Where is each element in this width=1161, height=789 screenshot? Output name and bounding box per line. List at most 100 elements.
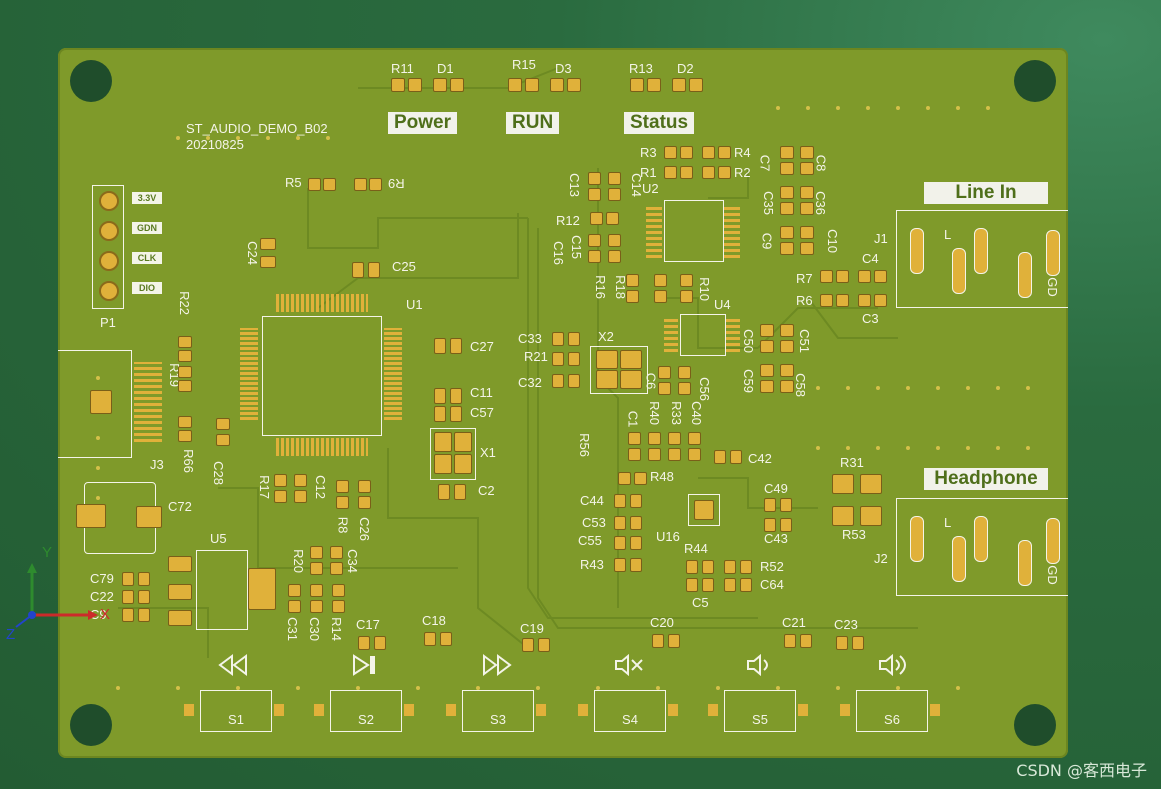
label-line-in: Line In [924,182,1048,204]
designator-c15: C15 [568,235,584,259]
pad [672,78,686,92]
designator-c53: C53 [582,515,606,530]
mcu-u1-pins-left [240,328,258,420]
designator-c10: C10 [824,229,840,253]
designator-c49: C49 [764,481,788,496]
pad [440,632,452,646]
pad [708,704,718,716]
button-s4[interactable]: S4 [594,690,666,732]
pad [450,388,462,404]
pad [630,536,642,550]
header-tag-clk: CLK [132,252,162,264]
pad [76,504,106,528]
pad [508,78,522,92]
designator-c36: C36 [812,191,828,215]
pad [800,186,814,199]
designator-r52: R52 [760,559,784,574]
designator-r11: R11 [391,61,414,76]
pad [760,380,774,393]
fast-forward-icon [483,654,512,676]
pad [391,78,405,92]
designator-c58: C58 [792,373,808,397]
designator-u5: U5 [210,531,227,546]
designator-c16: C16 [550,241,566,265]
pad [680,274,693,287]
button-s4-label: S4 [622,712,638,727]
pad [310,546,323,559]
pad [434,432,452,452]
designator-c5: C5 [692,595,709,610]
pad [626,290,639,303]
mcu-u1-pins-top [276,294,368,312]
pad [454,432,472,452]
designator-x1: X1 [480,445,496,460]
pad [874,294,887,307]
pad [798,704,808,716]
pad [780,324,794,337]
designator-c28: C28 [210,461,226,485]
pad [330,562,343,575]
crystal-x2 [590,346,648,394]
pad [630,494,642,508]
header-pin[interactable] [99,221,119,241]
pad [648,448,661,461]
mcu-u1 [262,316,382,436]
pad [608,188,621,201]
header-pin[interactable] [99,281,119,301]
pad [308,178,321,191]
pad [654,274,667,287]
header-pin[interactable] [99,191,119,211]
designator-c9b: C9 [759,232,775,250]
pad [424,632,436,646]
pad [168,584,192,600]
pad [332,584,345,597]
pad [800,162,814,175]
designator-c18: C18 [422,613,446,628]
pad [454,484,466,500]
pad [354,178,367,191]
pad [608,250,621,263]
pad [332,600,345,613]
designator-c11: C11 [470,385,493,400]
pad [310,600,323,613]
designator-c50: C50 [740,329,756,353]
designator-c64: C64 [760,577,784,592]
pad [930,704,940,716]
button-s1[interactable]: S1 [200,690,272,732]
pad [688,448,701,461]
volume-down-icon [747,654,768,676]
designator-d1: D1 [437,61,454,76]
pad [668,448,681,461]
pad [780,518,792,532]
jack-gd-label: GD [1044,277,1060,297]
pad [608,234,621,247]
pad [596,370,618,389]
jack-pin [1018,540,1032,586]
designator-r15: R15 [512,57,536,72]
pad [718,146,731,159]
button-s3[interactable]: S3 [462,690,534,732]
headphone-jack-j2[interactable] [896,498,1068,596]
pad [702,578,714,592]
pad [274,490,287,503]
chip-u16 [688,494,720,526]
pad [314,704,324,716]
axis-y-label: Y [42,544,53,561]
pad [614,536,626,550]
pad [820,270,833,283]
pad [688,432,701,445]
header-pin[interactable] [99,251,119,271]
designator-r16: R16 [592,275,608,299]
designator-c19: C19 [520,621,544,636]
button-s6[interactable]: S6 [856,690,928,732]
pad [702,166,715,179]
pad [433,78,447,92]
line-in-jack-j1[interactable] [896,210,1068,308]
mounting-hole [70,704,112,746]
pad [764,518,776,532]
button-s2[interactable]: S2 [330,690,402,732]
designator-c7: C7 [757,154,773,172]
designator-j3: J3 [150,457,164,472]
designator-r66: R66 [180,449,196,473]
button-s5[interactable]: S5 [724,690,796,732]
